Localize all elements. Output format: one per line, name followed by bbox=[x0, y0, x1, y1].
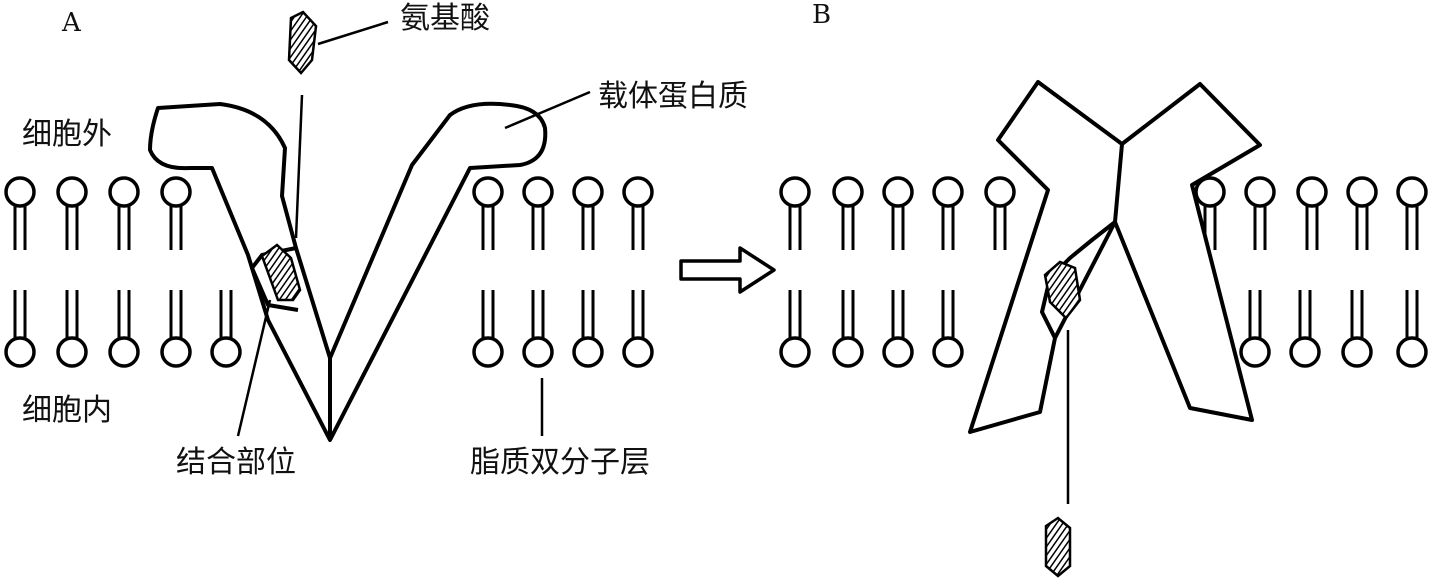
phospholipid bbox=[56, 290, 88, 368]
label-carrier-protein: 载体蛋白质 bbox=[598, 79, 748, 114]
phospholipid bbox=[882, 176, 914, 250]
phospholipid bbox=[572, 290, 604, 368]
panel-label-a: A bbox=[62, 8, 81, 38]
leader-bound-a bbox=[294, 94, 304, 239]
phospholipid bbox=[108, 290, 140, 368]
phospholipid bbox=[572, 176, 604, 250]
phospholipid bbox=[522, 290, 554, 368]
phospholipid bbox=[1239, 290, 1271, 368]
phospholipid bbox=[1396, 176, 1428, 250]
label-amino-acid: 氨基酸 bbox=[400, 1, 490, 36]
label-binding-site: 结合部位 bbox=[176, 445, 296, 480]
phospholipid bbox=[1346, 176, 1378, 250]
amino-acid-bound-b bbox=[1043, 260, 1082, 320]
phospholipid bbox=[472, 176, 504, 250]
phospholipid bbox=[779, 290, 811, 368]
phospholipid bbox=[932, 176, 964, 250]
phospholipid bbox=[160, 176, 192, 250]
amino-acid-outside-a bbox=[287, 10, 318, 75]
label-outside: 细胞外 bbox=[22, 117, 112, 152]
label-inside: 细胞内 bbox=[22, 393, 112, 428]
phospholipid bbox=[882, 290, 914, 368]
phospholipid bbox=[472, 290, 504, 368]
phospholipid bbox=[4, 290, 36, 368]
phospholipid bbox=[160, 290, 192, 368]
leader-lines-a bbox=[236, 20, 591, 437]
carrier-protein-a bbox=[148, 101, 548, 442]
phospholipid bbox=[108, 176, 140, 250]
phospholipid bbox=[622, 176, 654, 250]
lipid-bilayer-a bbox=[4, 176, 654, 368]
phospholipid bbox=[1244, 176, 1276, 250]
amino-acid-bound-a bbox=[260, 243, 302, 302]
label-lipid-bilayer: 脂质双分子层 bbox=[470, 445, 650, 480]
carrier-protein-b bbox=[968, 80, 1262, 434]
phospholipid bbox=[210, 290, 242, 368]
phospholipid bbox=[832, 290, 864, 368]
leader-amino-acid bbox=[317, 20, 389, 46]
phospholipid bbox=[932, 290, 964, 368]
phospholipid bbox=[1296, 176, 1328, 250]
leader-carrier-protein bbox=[504, 90, 591, 130]
lipid-bilayer-b bbox=[779, 176, 1428, 368]
transition-arrow bbox=[679, 246, 776, 294]
phospholipid bbox=[1396, 290, 1428, 368]
amino-acid-inside-b bbox=[1044, 516, 1072, 578]
phospholipid bbox=[1341, 290, 1373, 368]
phospholipid bbox=[56, 176, 88, 250]
leader-binding-site bbox=[236, 299, 272, 437]
phospholipid bbox=[522, 176, 554, 250]
phospholipid bbox=[984, 176, 1016, 250]
phospholipid bbox=[779, 176, 811, 250]
carrier-protein-b-seam bbox=[1113, 143, 1124, 223]
phospholipid bbox=[1289, 290, 1321, 368]
panel-label-b: B bbox=[812, 0, 832, 30]
phospholipid bbox=[832, 176, 864, 250]
phospholipid bbox=[622, 290, 654, 368]
phospholipid bbox=[4, 176, 36, 250]
